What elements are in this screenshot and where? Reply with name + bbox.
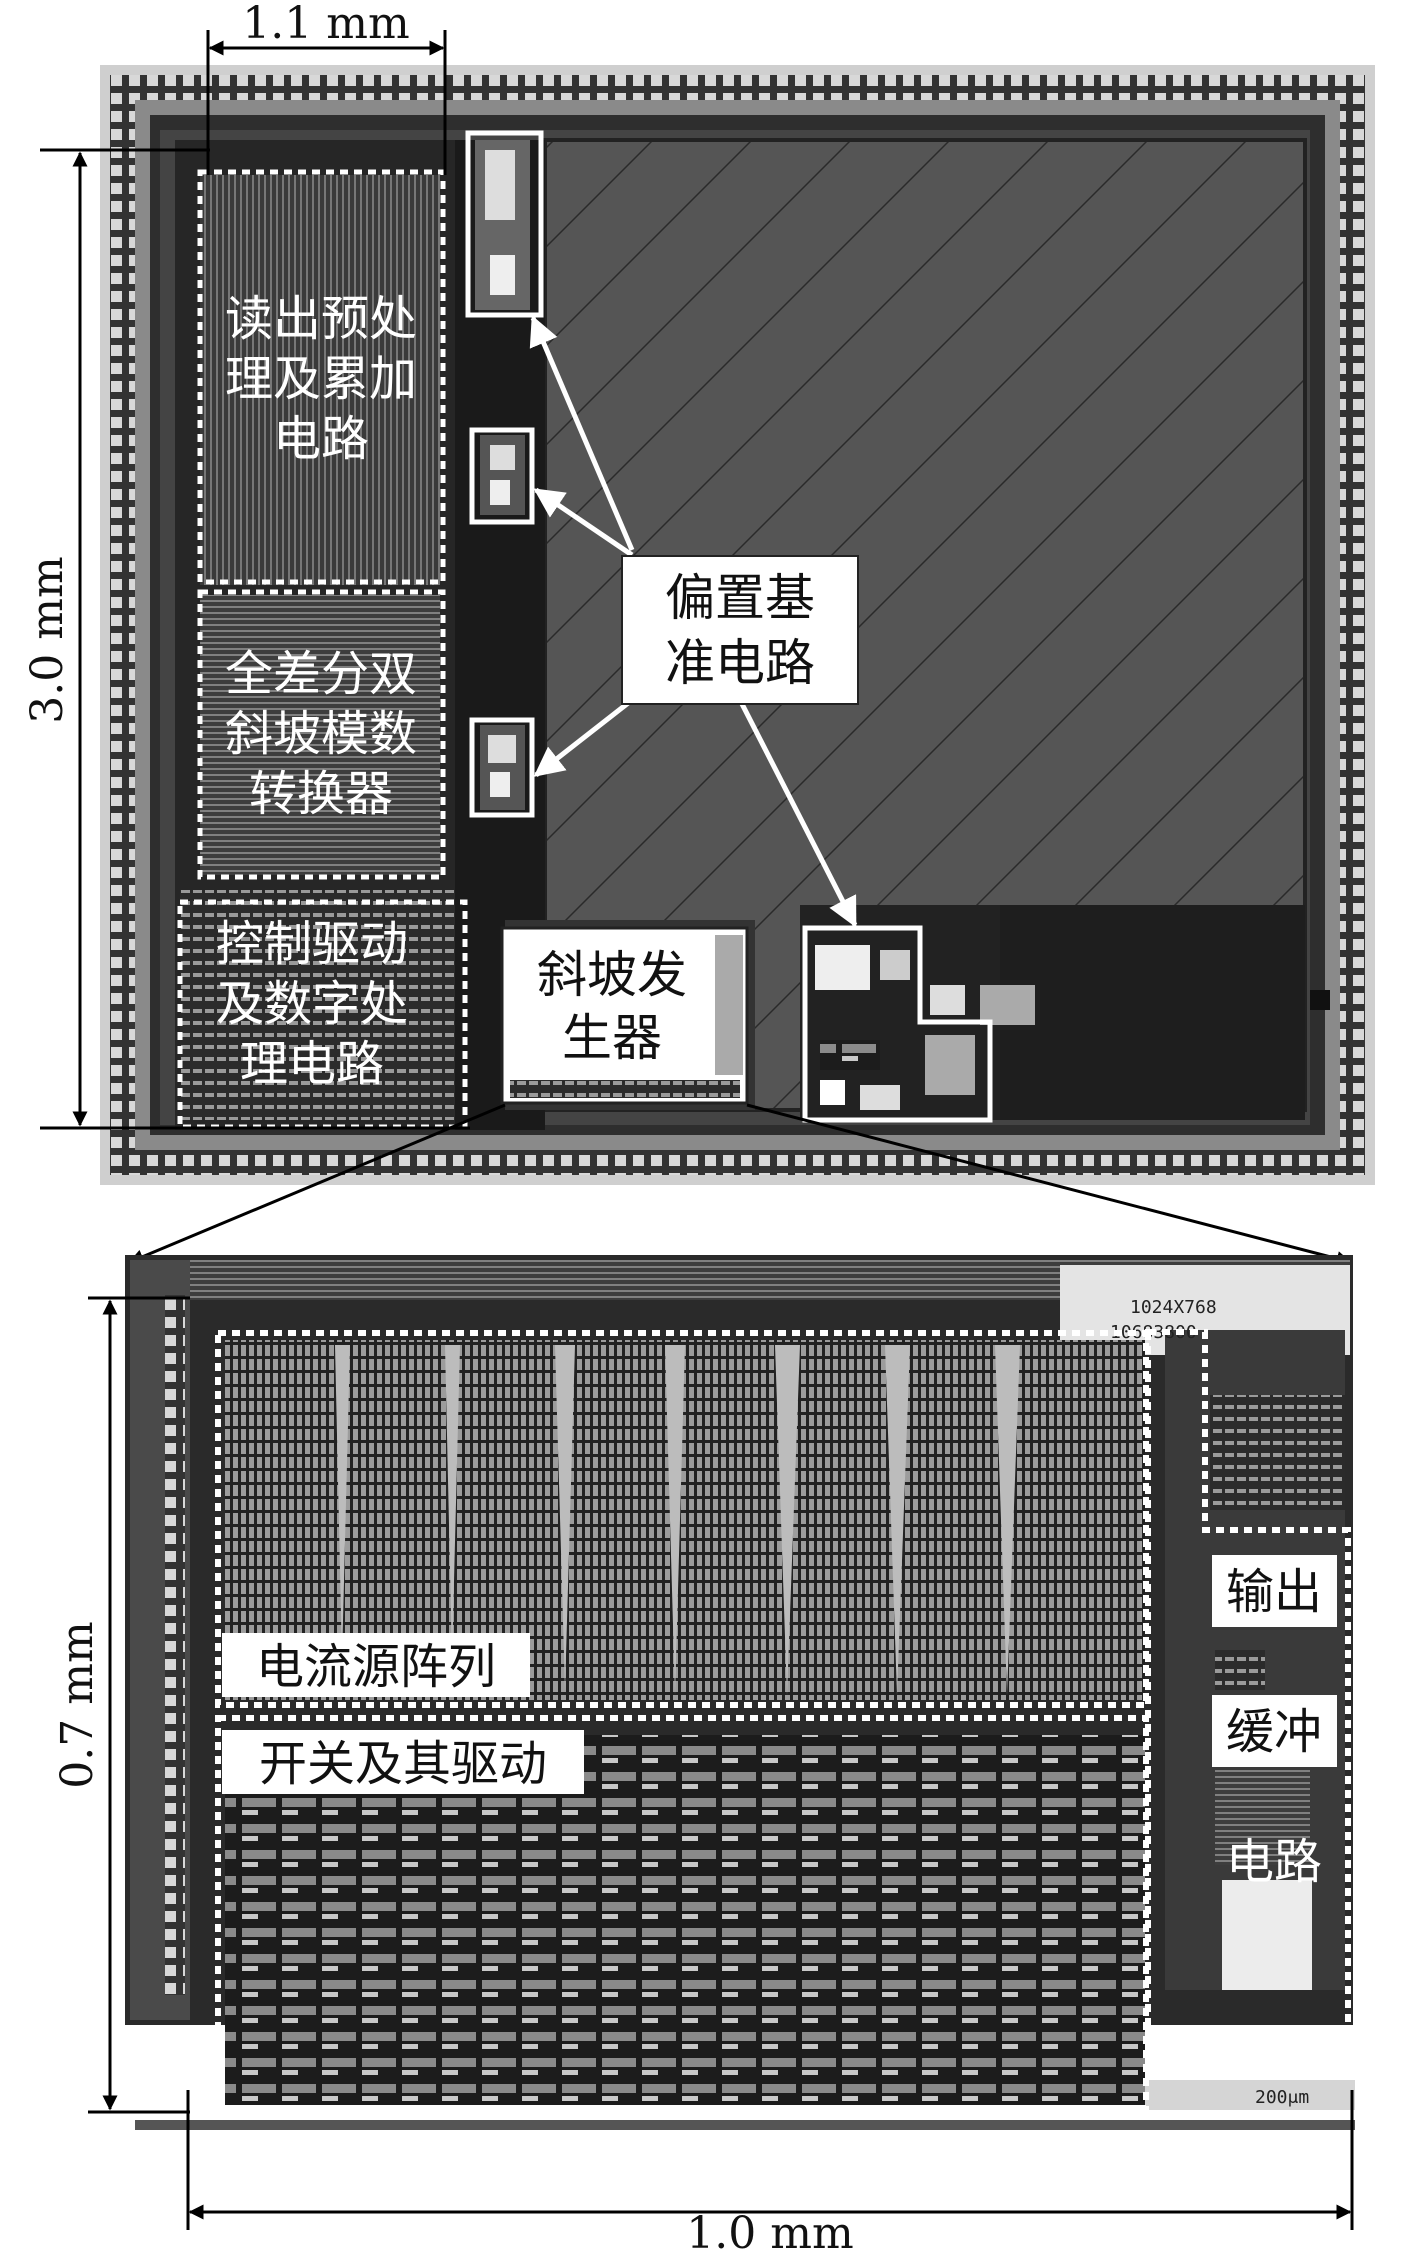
switch-driver-label: 开关及其驱动 [222,1730,584,1794]
readout-block [197,169,446,585]
svg-text:电路: 电路 [1226,1834,1322,1890]
svg-text:输出: 输出 [1226,1564,1322,1620]
bias-box-3 [469,717,535,818]
svg-text:开关及其驱动: 开关及其驱动 [259,1736,547,1792]
ramp-generator-box: 斜坡发 生器 [500,926,749,1105]
readout-label: 读出预处 理及累加 电路 [225,291,417,467]
svg-text:生器: 生器 [562,1009,662,1067]
svg-text:准电路: 准电路 [665,634,815,692]
current-source-label: 电流源阵列 [222,1633,530,1697]
svg-text:缓冲: 缓冲 [1226,1704,1322,1760]
svg-text:全差分双: 全差分双 [225,646,417,702]
svg-text:斜坡发: 斜坡发 [537,946,687,1004]
svg-text:控制驱动: 控制驱动 [216,916,408,972]
svg-text:3.0 mm: 3.0 mm [22,556,73,723]
bias-arrows [529,315,858,928]
bias-box-1 [465,130,544,318]
svg-text:电路: 电路 [273,411,369,467]
svg-text:转换器: 转换器 [249,766,393,822]
output-buffer-label: 输出 缓冲 电路 [1212,1555,1337,1890]
svg-text:及数字处: 及数字处 [216,976,408,1032]
output-buffer-block [1145,1329,1351,2063]
svg-text:1.0 mm: 1.0 mm [686,2208,853,2251]
svg-text:偏置基: 偏置基 [665,569,815,627]
svg-text:斜坡模数: 斜坡模数 [225,706,417,762]
bottom-height-dimension: 0.7 mm [52,1296,190,2114]
bias-box-2 [469,427,535,525]
zoom-line-left [128,1103,506,1264]
adc-block [197,589,446,880]
svg-text:读出预处: 读出预处 [225,291,417,347]
bottom-width-dimension: 1.0 mm [186,2090,1354,2251]
bias-label-box: 偏置基 准电路 [621,555,859,705]
chip-marking-text: 1024X768 10683800 200μm [1110,1297,1309,2108]
svg-text:1024X768: 1024X768 [1130,1297,1217,1318]
zoom-line-right [746,1103,1352,1266]
top-width-dimension: 1.1 mm [206,0,447,175]
adc-label: 全差分双 斜坡模数 转换器 [225,646,417,822]
control-label: 控制驱动 及数字处 理电路 [216,916,408,1092]
svg-text:理电路: 理电路 [240,1036,384,1092]
svg-text:200μm: 200μm [1255,2087,1309,2108]
svg-text:理及累加: 理及累加 [225,351,417,407]
top-height-dimension: 3.0 mm [22,148,470,1130]
svg-text:0.7 mm: 0.7 mm [52,1621,103,1788]
svg-text:1.1 mm: 1.1 mm [242,0,409,49]
svg-text:电流源阵列: 电流源阵列 [256,1639,496,1695]
control-block [177,899,468,1130]
